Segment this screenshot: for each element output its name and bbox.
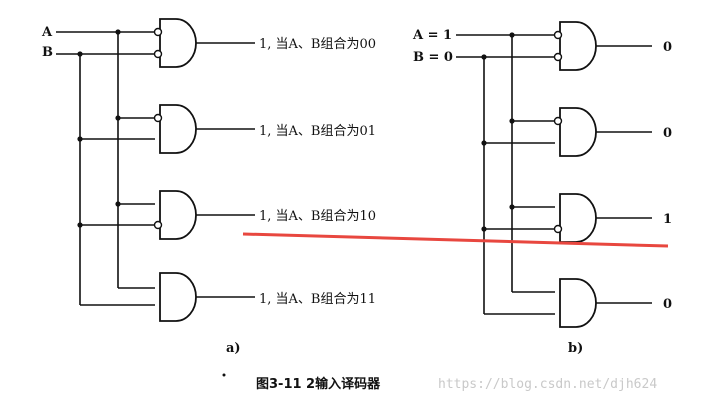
caption-bullet — [222, 373, 226, 377]
panel-a-output-11: 1, 当A、B组合为11 — [259, 292, 376, 307]
panel-a-not-bubble — [153, 49, 163, 59]
panel-a-input-b-label: B — [42, 45, 53, 60]
panel-b-label: b) — [568, 341, 583, 356]
panel-a-output-00: 1, 当A、B组合为00 — [259, 37, 376, 52]
panel-a-not-bubble — [153, 220, 163, 230]
panel-b-input-b-label: B = 0 — [413, 50, 453, 65]
panel-a-junction-a — [115, 29, 121, 35]
panel-b-and-gate-00 — [559, 21, 597, 71]
red-annotation-line — [242, 232, 669, 248]
panel-b-not-bubble — [553, 116, 563, 126]
panel-b-output-3: 0 — [663, 297, 672, 312]
panel-a-and-gate-10 — [159, 190, 197, 240]
panel-b: A = 1 B = 0 0 0 1 0 b) — [412, 21, 672, 356]
figure-caption: 图3-11 2输入译码器 — [256, 376, 381, 392]
panel-a-and-gate-00 — [159, 18, 197, 68]
panel-a-and-gate-11 — [159, 272, 197, 322]
panel-a: A B 1 — [41, 18, 376, 356]
panel-b-output-2: 1 — [663, 212, 672, 227]
panel-b-output-1: 0 — [663, 126, 672, 141]
panel-b-output-0: 0 — [663, 40, 672, 55]
panel-b-not-bubble — [553, 224, 563, 234]
panel-a-not-bubble — [153, 113, 163, 123]
panel-a-not-bubble — [153, 27, 163, 37]
panel-b-and-gate-10 — [559, 193, 597, 243]
panel-a-output-01: 1, 当A、B组合为01 — [259, 124, 376, 139]
panel-a-input-a-label: A — [41, 25, 53, 40]
panel-a-junction-b — [77, 51, 83, 57]
watermark: https://blog.csdn.net/djh624 — [438, 377, 657, 392]
panel-b-and-gate-11 — [559, 278, 597, 328]
panel-a-label: a) — [226, 341, 241, 356]
panel-a-output-10: 1, 当A、B组合为10 — [259, 209, 376, 224]
panel-b-not-bubble — [553, 52, 563, 62]
panel-a-and-gate-01 — [159, 104, 197, 154]
panel-b-and-gate-01 — [559, 107, 597, 157]
panel-b-input-a-label: A = 1 — [412, 28, 452, 43]
panel-b-not-bubble — [553, 30, 563, 40]
